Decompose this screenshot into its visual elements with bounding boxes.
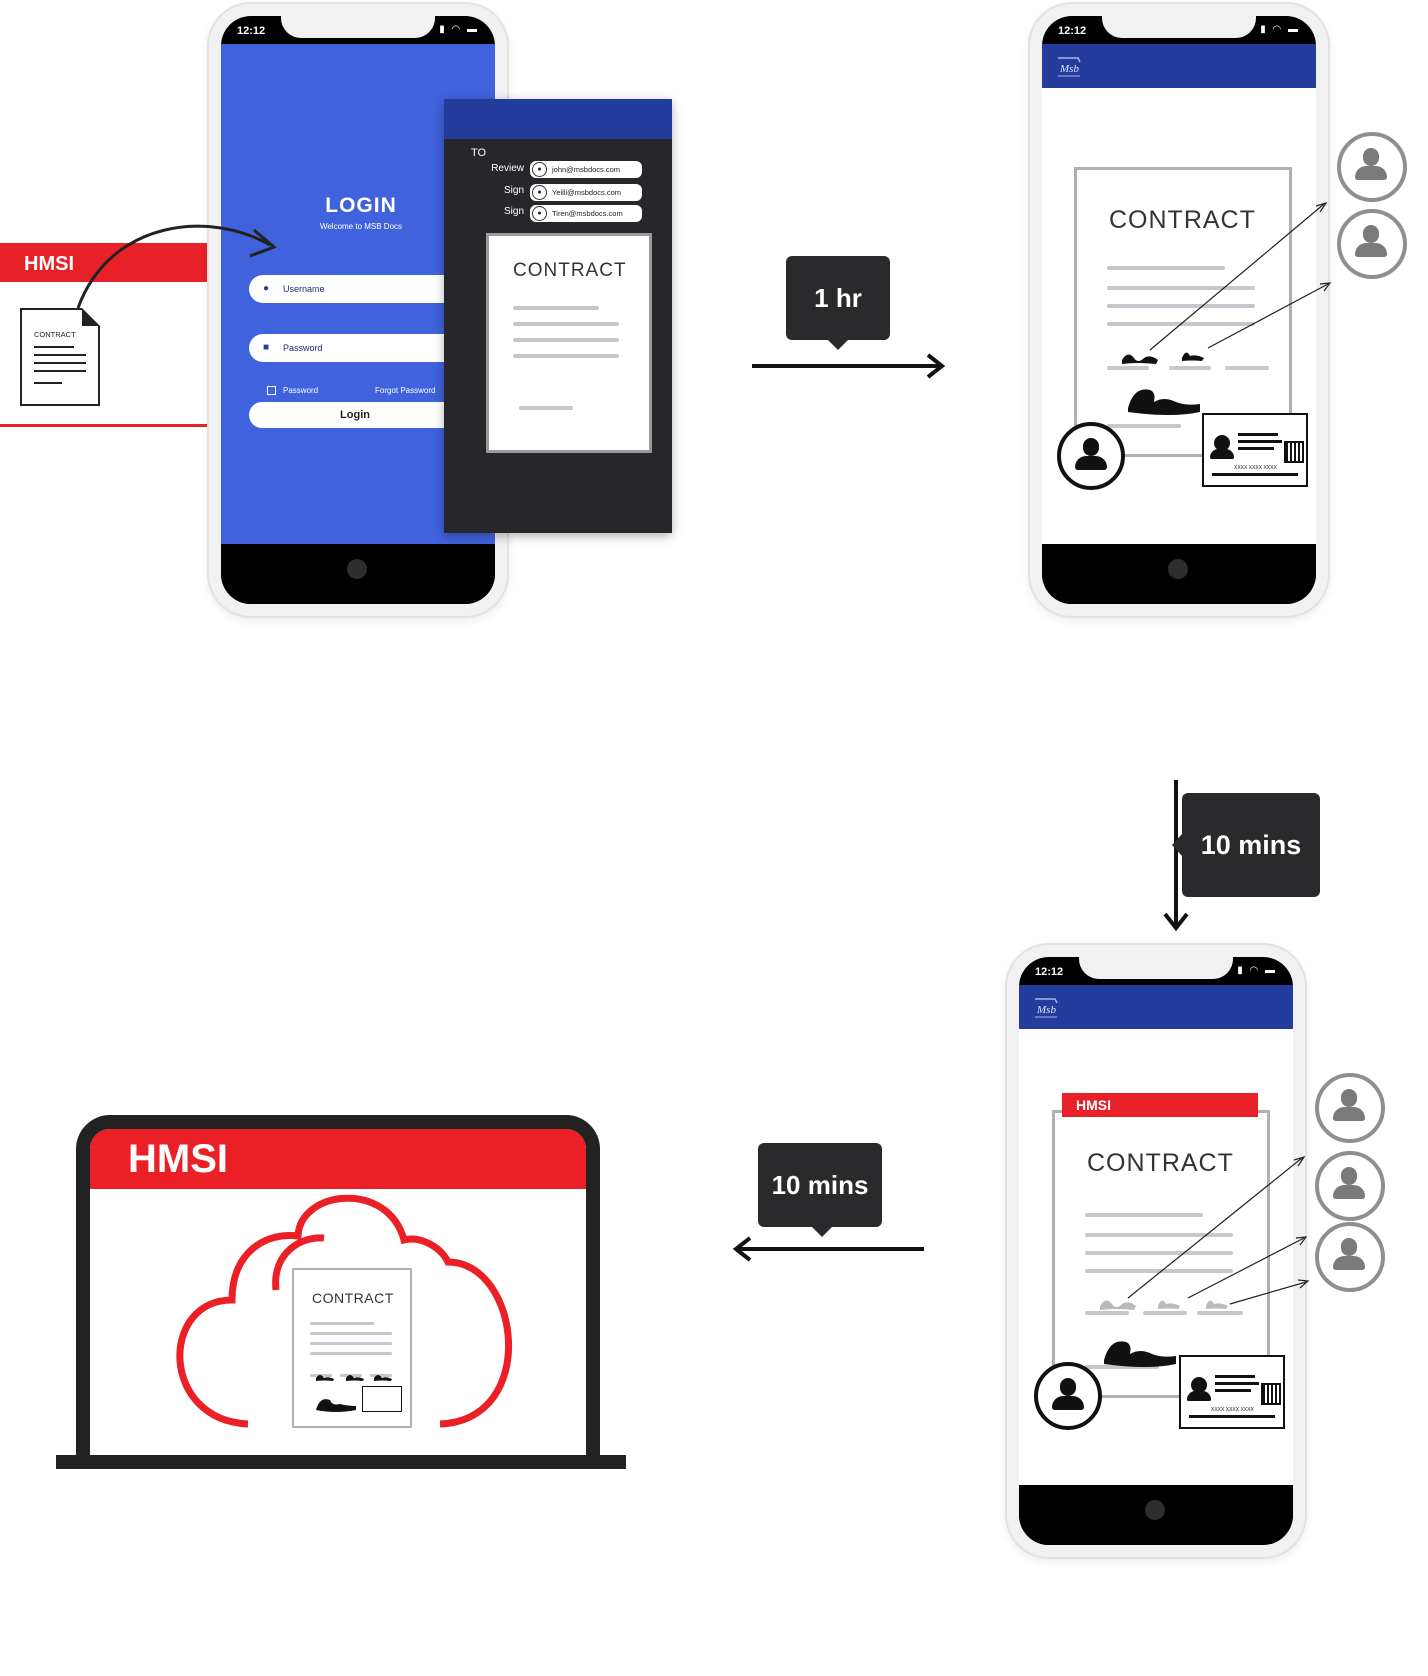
forgot-password-link[interactable]: Forgot Password [375,386,436,395]
contract-document: CONTRACT [292,1268,412,1428]
remember-label: Password [283,386,319,395]
remember-checkbox[interactable] [267,386,276,395]
id-number: XXXX XXXX XXXX [1234,465,1277,471]
send-recipients-panel: TO Review ● john@msbdocs.com Sign ● Yeil… [444,99,672,533]
id-card: XXXX XXXX XXXX [1202,413,1308,487]
contract-file-icon: CONTRACT [20,308,100,406]
user-icon: ● [263,283,270,294]
msb-logo-icon: Msb [1035,998,1058,1018]
signature-icon [1122,352,1204,415]
home-button[interactable] [347,559,367,579]
cloud-icon [176,1194,513,1428]
app-bar: Msb [1042,44,1316,88]
doc-title: CONTRACT [1109,206,1256,234]
doc-title: CONTRACT [513,260,627,281]
home-button[interactable] [1145,1500,1165,1520]
svg-text:Msb: Msb [1059,63,1079,75]
login-button[interactable]: Login [249,402,461,428]
duration-badge: 1 hr [786,256,890,340]
username-placeholder: Username [283,284,325,294]
duration-badge: 10 mins [1182,793,1320,897]
doc-title: CONTRACT [312,1290,394,1306]
doc-title: CONTRACT [1087,1149,1234,1177]
login-subtitle: Welcome to MSB Docs [319,222,403,231]
user-icon: ● [532,185,547,200]
msb-logo-icon: Msb [1058,57,1081,77]
duration-badge: 10 mins [758,1143,882,1227]
signer-avatar [1337,209,1407,279]
id-number: XXXX XXXX XXXX [1211,1407,1254,1413]
contract-document: CONTRACT [1052,1110,1270,1398]
status-time: 12:12 [1058,25,1087,37]
file-label: CONTRACT [34,330,76,339]
login-title: LOGIN [325,194,397,217]
lock-icon: ■ [263,342,270,353]
status-time: 12:12 [237,25,266,37]
to-label: TO [471,147,487,159]
sender-avatar [1057,422,1125,490]
signer-avatar [1315,1151,1385,1221]
recipient-email-field[interactable]: ● john@msbdocs.com [530,161,642,178]
id-card: XXXX XXXX XXXX [1179,1355,1285,1429]
contract-document: CONTRACT [486,233,652,453]
curved-arrow-icon [76,224,271,309]
recipient-role: Review [491,163,524,174]
status-time: 12:12 [1035,966,1064,978]
status-icons: ▮ ◠ ▬ [1237,965,1277,976]
username-input[interactable]: ● Username [249,275,461,303]
recipient-email-field[interactable]: ● Yeilli@msbdocs.com [530,184,642,201]
hmsi-brand: HMSI [90,1129,586,1189]
signer-avatar [1337,132,1407,202]
status-icons: ▮ ◠ ▬ [439,24,479,35]
svg-text:Msb: Msb [1036,1004,1056,1016]
hmsi-stamp: HMSI [1062,1093,1258,1117]
panel-header [444,99,672,139]
recipient-email-field[interactable]: ● Tiren@msbdocs.com [530,205,642,222]
user-icon: ● [532,162,547,177]
app-bar: Msb [1019,985,1293,1029]
password-input[interactable]: ■ Password [249,334,461,362]
user-icon: ● [532,206,547,221]
status-icons: ▮ ◠ ▬ [1260,24,1300,35]
password-placeholder: Password [283,343,323,353]
signer-avatar [1315,1073,1385,1143]
recipient-role: Sign [503,185,524,196]
recipient-role: Sign [503,206,524,217]
signer-avatar [1315,1222,1385,1292]
sender-avatar [1034,1362,1102,1430]
home-button[interactable] [1168,559,1188,579]
laptop-base [56,1455,626,1469]
